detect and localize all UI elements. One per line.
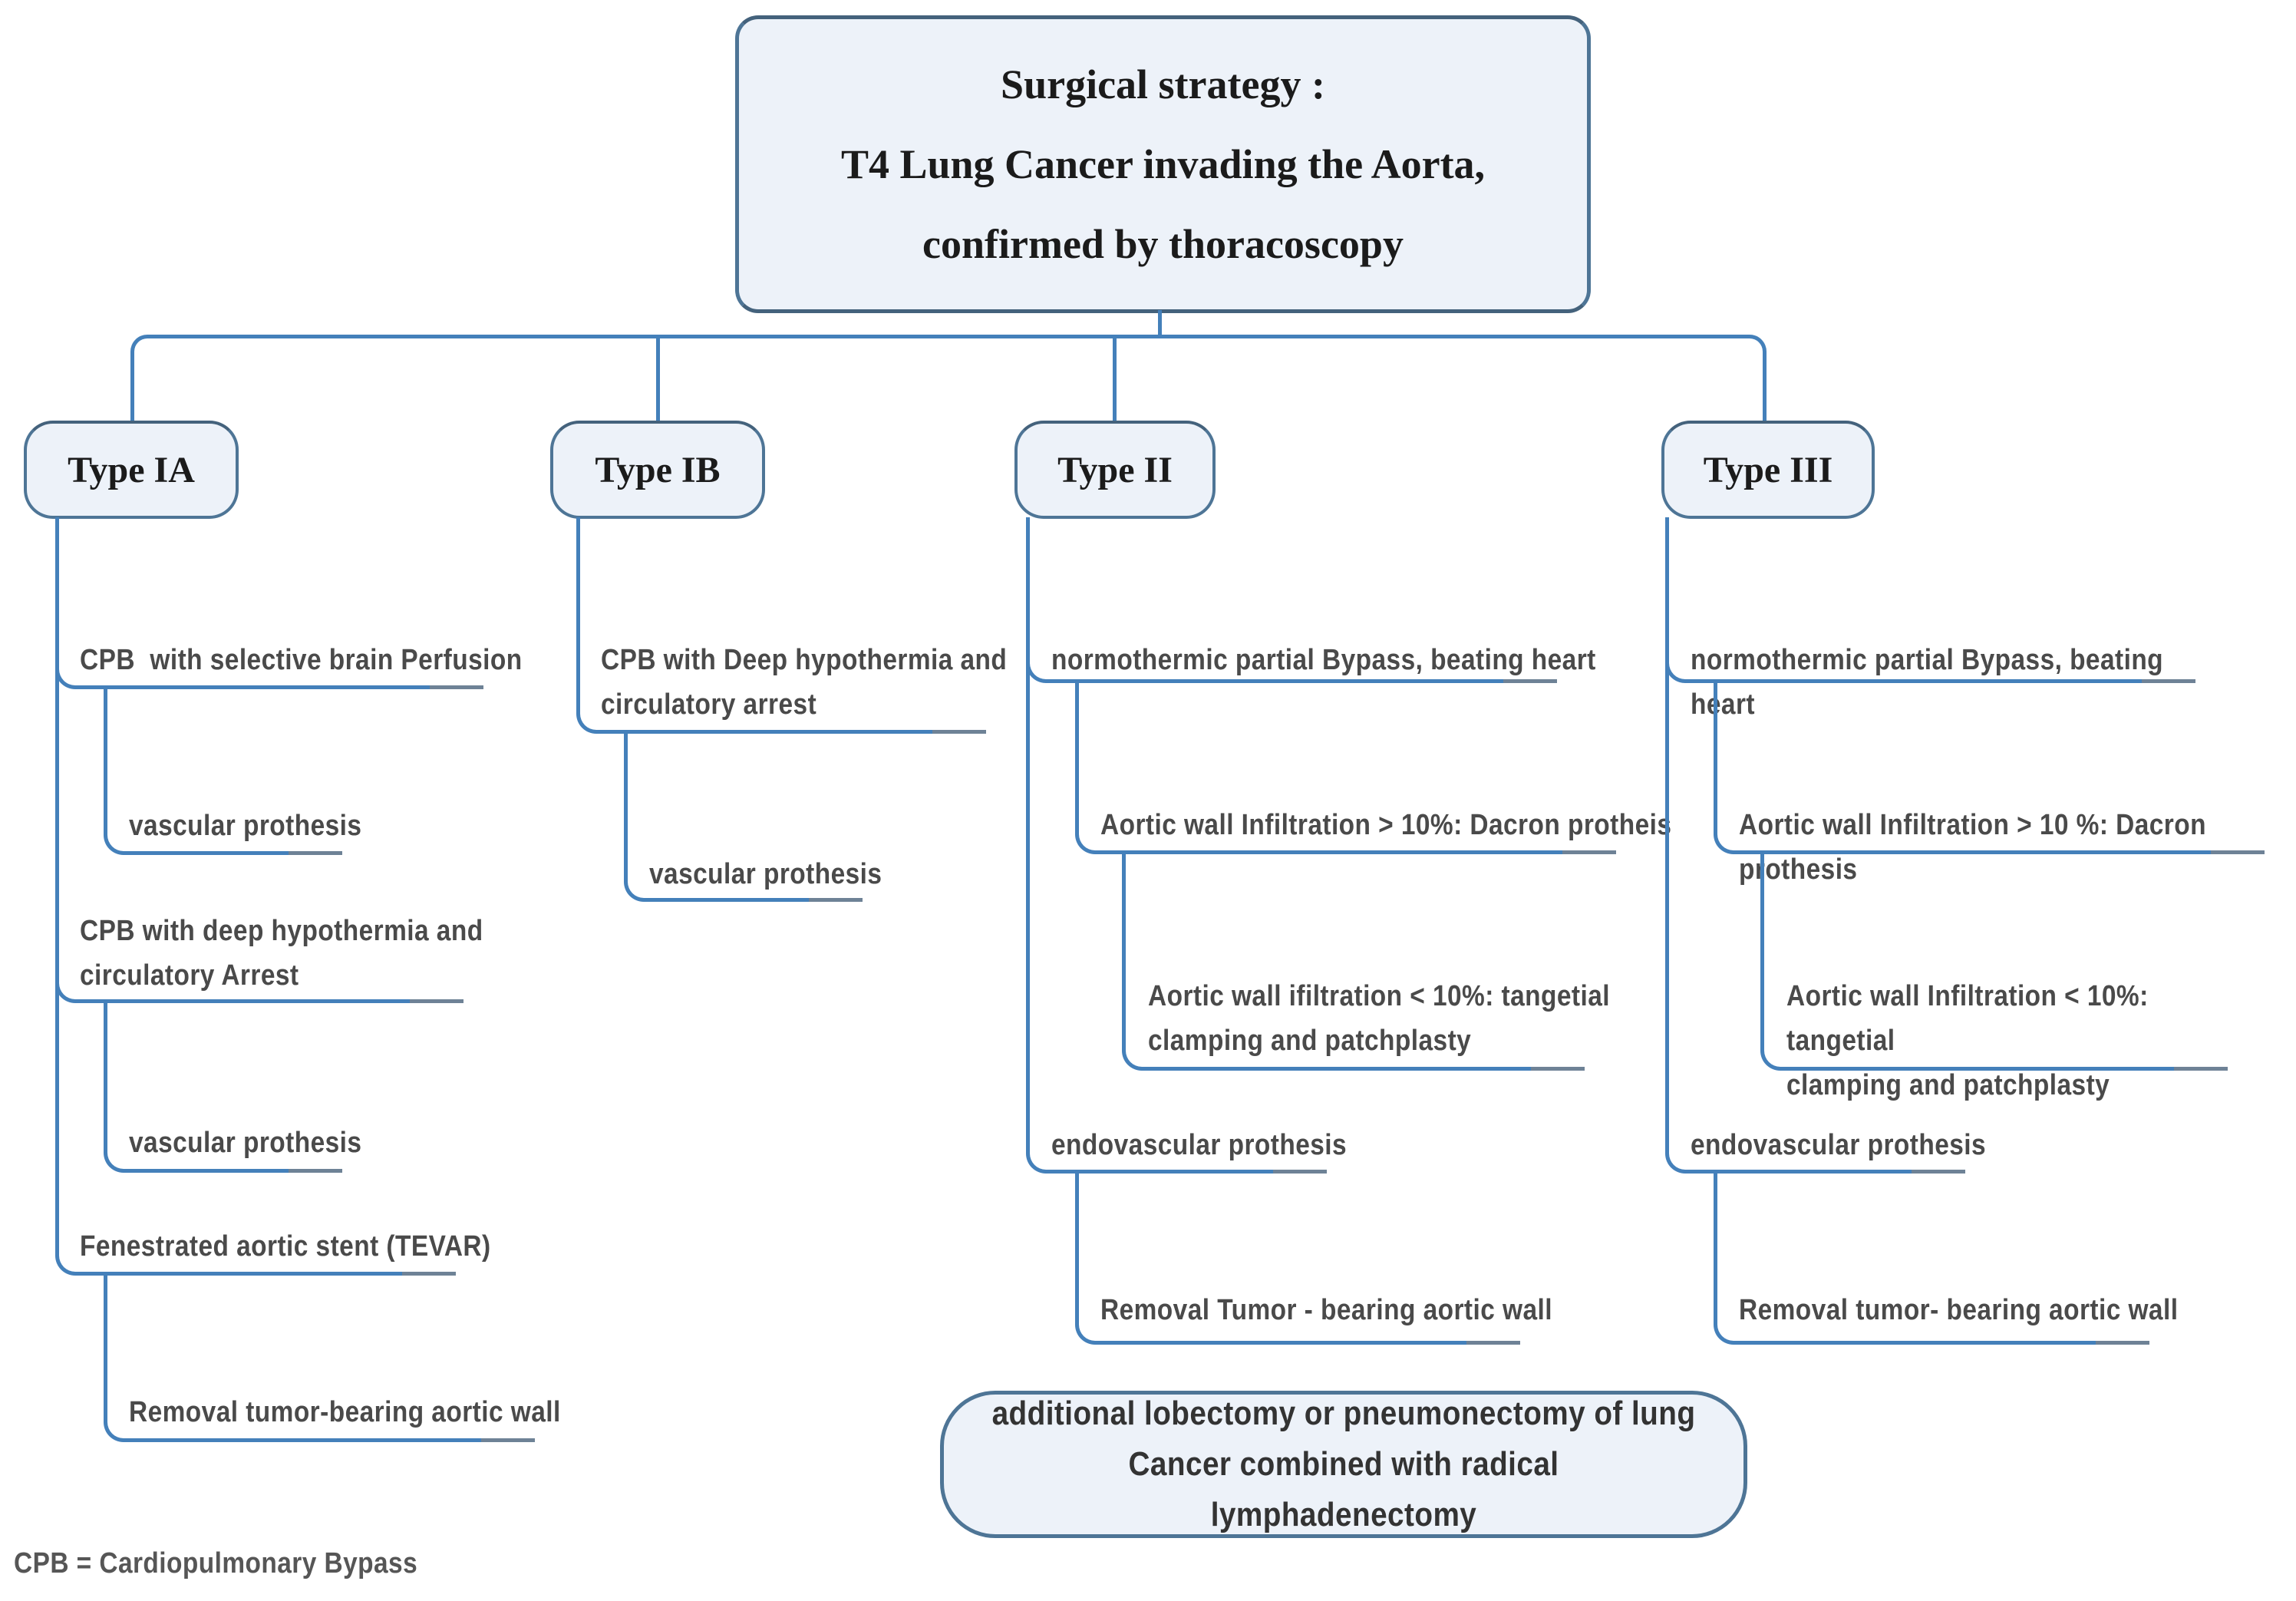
type-node-ia-label: Type IA xyxy=(68,449,195,490)
connector-ia-item1 xyxy=(55,645,483,689)
connector-ia-item1-sub xyxy=(104,689,342,855)
type-node-ii-label: Type II xyxy=(1057,449,1173,490)
root-node-surgical-strategy: Surgical strategy : T4 Lung Cancer invad… xyxy=(735,15,1591,313)
connector-root-stub xyxy=(1158,310,1162,336)
branch-ia-cpb-deep-hypothermia: CPB with deep hypothermia and circulator… xyxy=(80,915,483,992)
branch-iii-removal-tumor-wall: Removal tumor- bearing aortic wall xyxy=(1739,1294,2179,1326)
branch-iii-infiltration-gt10-dacron: Aortic wall Infiltration > 10 %: Dacron … xyxy=(1739,809,2214,886)
connector-trunk-ib xyxy=(576,517,580,692)
connector-iii-item2-sub xyxy=(1760,854,2228,1071)
root-node-text: Surgical strategy : T4 Lung Cancer invad… xyxy=(840,61,1486,267)
branch-ib-vascular-prothesis: vascular prothesis xyxy=(649,858,882,890)
connector-trunk-ia xyxy=(55,517,59,1235)
branch-ii-infiltration-lt10-tangential: Aortic wall ifiltration < 10%: tangetial… xyxy=(1148,980,1610,1057)
branch-ii-endovascular-prothesis: endovascular prothesis xyxy=(1051,1129,1348,1161)
branch-ii-normothermic-bypass: normothermic partial Bypass, beating hea… xyxy=(1051,644,1596,676)
branch-iii-normothermic-bypass: normothermic partial Bypass, beating hea… xyxy=(1691,644,2171,721)
additional-procedure-text: additional lobectomy or pneumonectomy of… xyxy=(991,1395,1696,1533)
connector-top-rail xyxy=(130,335,1767,421)
branch-ia-vascular-prothesis-2: vascular prothesis xyxy=(129,1127,362,1159)
type-node-ia: Type IA xyxy=(24,421,239,519)
branch-ii-removal-tumor-wall: Removal Tumor - bearing aortic wall xyxy=(1100,1294,1552,1326)
type-node-iii: Type III xyxy=(1661,421,1875,519)
additional-procedure-node: additional lobectomy or pneumonectomy of… xyxy=(940,1391,1747,1538)
connector-ii-item1-sub xyxy=(1075,683,1616,854)
branch-iii-infiltration-lt10-tangential: Aortic wall Infiltration < 10%: tangetia… xyxy=(1786,980,2149,1101)
connector-iii-item1 xyxy=(1665,643,2195,683)
connector-iii-item1-sub xyxy=(1714,683,2265,854)
footnote-cpb-abbreviation: CPB = Cardiopulmonary Bypass xyxy=(14,1547,418,1580)
connector-ib-item1 xyxy=(576,689,986,734)
connector-iii-item3-sub xyxy=(1714,1174,2149,1345)
type-node-ib-label: Type IB xyxy=(595,449,721,490)
branch-ib-cpb-deep-hypothermia: CPB with Deep hypothermia and circulator… xyxy=(601,644,1008,721)
branch-ia-cpb-selective: CPB with selective brain Perfusion xyxy=(80,644,523,676)
connector-ia-item2-sub xyxy=(104,1003,342,1173)
branch-ii-infiltration-gt10-dacron: Aortic wall Infiltration > 10%: Dacron p… xyxy=(1100,809,1672,841)
branch-ia-fenestrated-stent: Fenestrated aortic stent (TEVAR) xyxy=(80,1230,491,1263)
connector-ii-item3-sub xyxy=(1075,1174,1520,1345)
connector-drop-type-ib xyxy=(656,338,660,421)
connector-trunk-iii xyxy=(1665,517,1669,1133)
connector-iii-item3 xyxy=(1665,1129,1965,1174)
connector-ii-item2-sub xyxy=(1122,854,1585,1071)
connector-ii-item3 xyxy=(1026,1129,1327,1174)
branch-iii-endovascular-prothesis: endovascular prothesis xyxy=(1691,1129,1987,1161)
connector-ib-item1-sub xyxy=(624,734,863,902)
branch-ia-vascular-prothesis-1: vascular prothesis xyxy=(129,810,362,842)
connector-ia-item2 xyxy=(55,959,463,1003)
connector-trunk-ii xyxy=(1026,517,1030,1133)
type-node-ib: Type IB xyxy=(550,421,765,519)
type-node-iii-label: Type III xyxy=(1703,449,1833,490)
connector-drop-type-ii xyxy=(1113,338,1117,421)
branch-ia-removal-tumor-wall: Removal tumor-bearing aortic wall xyxy=(129,1396,561,1428)
type-node-ii: Type II xyxy=(1014,421,1216,519)
connector-ia-item3 xyxy=(55,1231,456,1276)
connector-ia-item3-sub xyxy=(104,1276,535,1442)
connector-ii-item1 xyxy=(1026,643,1557,683)
